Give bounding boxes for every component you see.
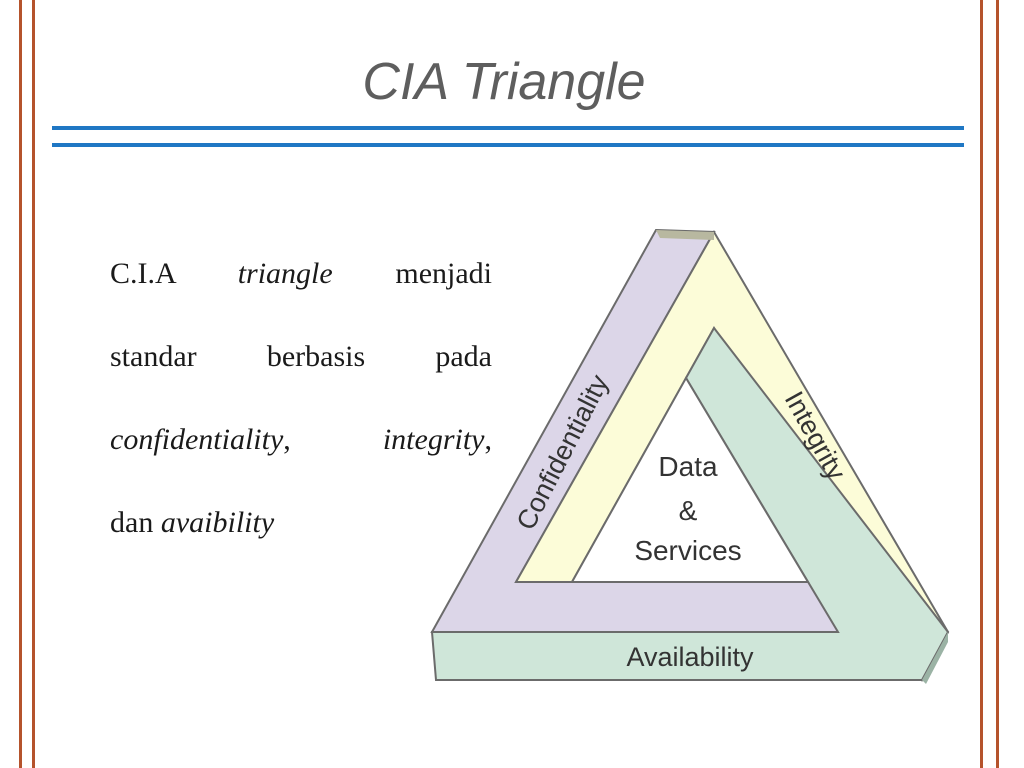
availability-band-side [922, 632, 948, 684]
slide-title: CIA Triangle [362, 53, 646, 111]
text-dan: dan [110, 506, 154, 539]
right-border-inner [980, 0, 983, 768]
left-border-outer [19, 0, 22, 768]
title-rule-bottom [52, 143, 964, 147]
body-line-2: standar berbasis pada [110, 315, 492, 398]
text-cia: C.I.A [110, 257, 176, 290]
cia-triangle-diagram: Confidentiality Integrity Availability D… [430, 228, 950, 684]
body-paragraph: C.I.A triangle menjadi standar berbasis … [110, 232, 492, 564]
text-integrity: integrity [382, 423, 485, 456]
center-label-services: Services [634, 535, 741, 566]
text-menjadi: menjadi [395, 257, 492, 290]
center-triangle [570, 376, 810, 583]
left-border-inner [32, 0, 35, 768]
body-line-4: dan avaibility [110, 481, 492, 564]
center-label-ampersand: & [679, 495, 698, 526]
availability-label: Availability [626, 642, 754, 672]
center-label-data: Data [658, 451, 718, 482]
text-pada: pada [435, 340, 492, 373]
text-standar: standar [110, 340, 197, 373]
text-confidentiality: confidentiality [110, 423, 284, 456]
body-line-3: confidentiality, integrity, [110, 398, 492, 481]
body-line-1: C.I.A triangle menjadi [110, 232, 492, 315]
title-rule-top [52, 126, 964, 130]
text-triangle: triangle [237, 257, 333, 290]
text-berbasis: berbasis [266, 340, 366, 373]
right-border-outer [996, 0, 999, 768]
text-comma-1: , [283, 423, 291, 456]
text-availability: avaibility [160, 506, 275, 539]
integrity-band-side [656, 230, 714, 240]
text-comma-2: , [484, 423, 493, 456]
